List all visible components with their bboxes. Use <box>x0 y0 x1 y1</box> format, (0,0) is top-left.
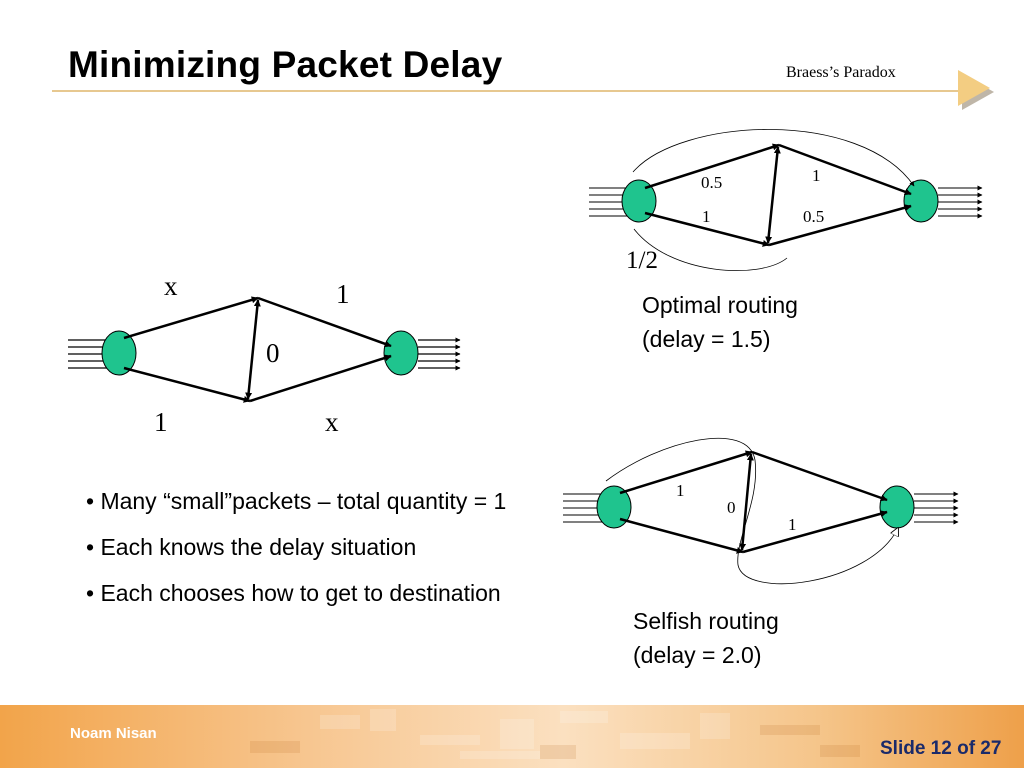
selfish-caption-line2: (delay = 2.0) <box>633 642 762 668</box>
optimal-sink-node <box>903 179 939 223</box>
left-edge-top-right <box>257 296 392 348</box>
left-edge-middle <box>245 299 261 400</box>
selfish-output-arrows <box>914 491 959 525</box>
selfish-routing-caption: Selfish routing (delay = 2.0) <box>633 604 779 672</box>
left-label-bottom-right: x <box>325 407 339 437</box>
bullet-item: • Many “small”packets – total quantity =… <box>86 488 507 514</box>
bullet-list: • Many “small”packets – total quantity =… <box>86 484 516 622</box>
selfish-network: 1 0 1 <box>563 437 959 585</box>
left-source-node <box>101 330 137 376</box>
left-label-top-right: 1 <box>336 279 350 309</box>
selfish-label-bottom-right: 1 <box>788 515 797 534</box>
bullet-item: • Each knows the delay situation <box>86 534 417 560</box>
optimal-network: 0.5 1 1 0.5 1/2 <box>589 129 983 274</box>
slide-subtitle: Braess’s Paradox <box>786 64 896 81</box>
optimal-edge-bottom-right <box>768 204 912 247</box>
selfish-edge-middle <box>739 453 754 551</box>
left-edge-bottom-left <box>123 366 251 403</box>
selfish-edge-top-right <box>751 450 888 502</box>
selfish-edge-bottom-right <box>742 510 888 554</box>
left-edge-top-left <box>123 296 259 340</box>
selfish-flow-curve <box>605 437 898 585</box>
footer-texture <box>250 709 860 759</box>
selfish-label-middle: 0 <box>727 498 736 517</box>
footer-bar: Noam Nisan Slide 12 of 27 <box>0 705 1024 768</box>
footer-author: Noam Nisan <box>70 725 157 742</box>
slide-number: Slide 12 of 27 <box>880 738 1002 759</box>
next-slide-arrow-icon[interactable] <box>956 68 998 114</box>
optimal-routing-caption: Optimal routing (delay = 1.5) <box>642 288 798 356</box>
left-network: x 1 0 1 x <box>68 271 461 437</box>
optimal-source-node <box>621 179 657 223</box>
selfish-source-node <box>596 485 632 529</box>
selfish-label-top-left: 1 <box>676 481 685 500</box>
optimal-edge-top-left <box>644 143 780 190</box>
optimal-caption-line2: (delay = 1.5) <box>642 326 771 352</box>
optimal-edge-top-right <box>778 143 912 196</box>
optimal-output-arrows <box>938 185 983 219</box>
optimal-label-bottom-left: 1 <box>702 207 711 226</box>
optimal-label-bottom-right: 0.5 <box>803 207 824 226</box>
optimal-edge-middle <box>765 146 781 244</box>
optimal-flow-curve-top <box>632 129 915 187</box>
left-edge-bottom-right <box>249 354 392 403</box>
optimal-label-top-left: 0.5 <box>701 173 722 192</box>
selfish-sink-node <box>879 485 915 529</box>
left-label-middle: 0 <box>266 338 280 368</box>
left-label-bottom-left: 1 <box>154 407 168 437</box>
left-label-top-left: x <box>164 271 178 301</box>
selfish-edge-bottom-left <box>619 517 744 554</box>
slide-title: Minimizing Packet Delay <box>68 44 503 85</box>
bullet-item: • Each chooses how to get to destination <box>86 580 501 606</box>
left-output-arrows <box>418 337 461 371</box>
selfish-caption-line1: Selfish routing <box>633 608 779 634</box>
optimal-label-top-right: 1 <box>812 166 821 185</box>
selfish-edge-top-left <box>619 450 753 495</box>
optimal-label-split: 1/2 <box>626 247 658 274</box>
optimal-flow-curve-bottom <box>633 228 788 272</box>
optimal-caption-line1: Optimal routing <box>642 292 798 318</box>
optimal-edge-bottom-left <box>644 211 770 247</box>
left-sink-node <box>383 330 419 376</box>
title-divider <box>52 90 982 92</box>
